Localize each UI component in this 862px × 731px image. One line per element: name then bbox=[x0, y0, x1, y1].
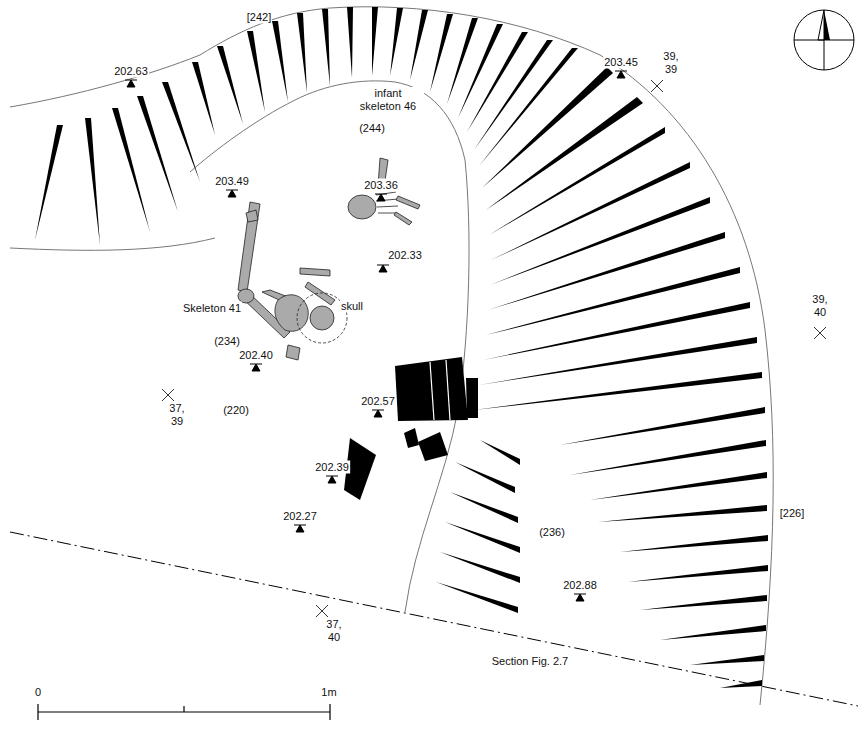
plan-label: 0 bbox=[34, 686, 42, 699]
plan-label: 202.33 bbox=[387, 249, 423, 262]
plan-label: skull bbox=[340, 300, 364, 313]
plan-label: 202.40 bbox=[238, 349, 274, 362]
plan-label: [226] bbox=[779, 507, 805, 520]
plan-label: 202.63 bbox=[113, 65, 149, 78]
plan-label: 202.27 bbox=[282, 510, 318, 523]
plan-label: (236) bbox=[538, 526, 566, 539]
plan-label: infant skeleton 46 bbox=[352, 87, 424, 113]
plan-label: [242] bbox=[246, 11, 272, 24]
plan-label: (234) bbox=[213, 335, 241, 348]
plan-label: 203.49 bbox=[214, 175, 250, 188]
plan-label: 202.39 bbox=[314, 461, 350, 474]
plan-label: 202.57 bbox=[360, 395, 396, 408]
plan-label: 203.45 bbox=[603, 56, 639, 69]
plan-label: Skeleton 41 bbox=[182, 302, 242, 315]
plan-label: 37, 39 bbox=[165, 402, 189, 428]
plan-label: 202.88 bbox=[562, 579, 598, 592]
plan-label: (220) bbox=[222, 404, 250, 417]
plan-label: 37, 40 bbox=[322, 618, 346, 644]
plan-label: 203.36 bbox=[363, 179, 399, 192]
plan-label: (244) bbox=[358, 122, 386, 135]
plan-label: Section Fig. 2.7 bbox=[491, 655, 569, 668]
plan-label: 39, 39 bbox=[659, 50, 683, 76]
plan-label: 1m bbox=[320, 686, 337, 699]
plan-label: 39, 40 bbox=[808, 293, 832, 319]
